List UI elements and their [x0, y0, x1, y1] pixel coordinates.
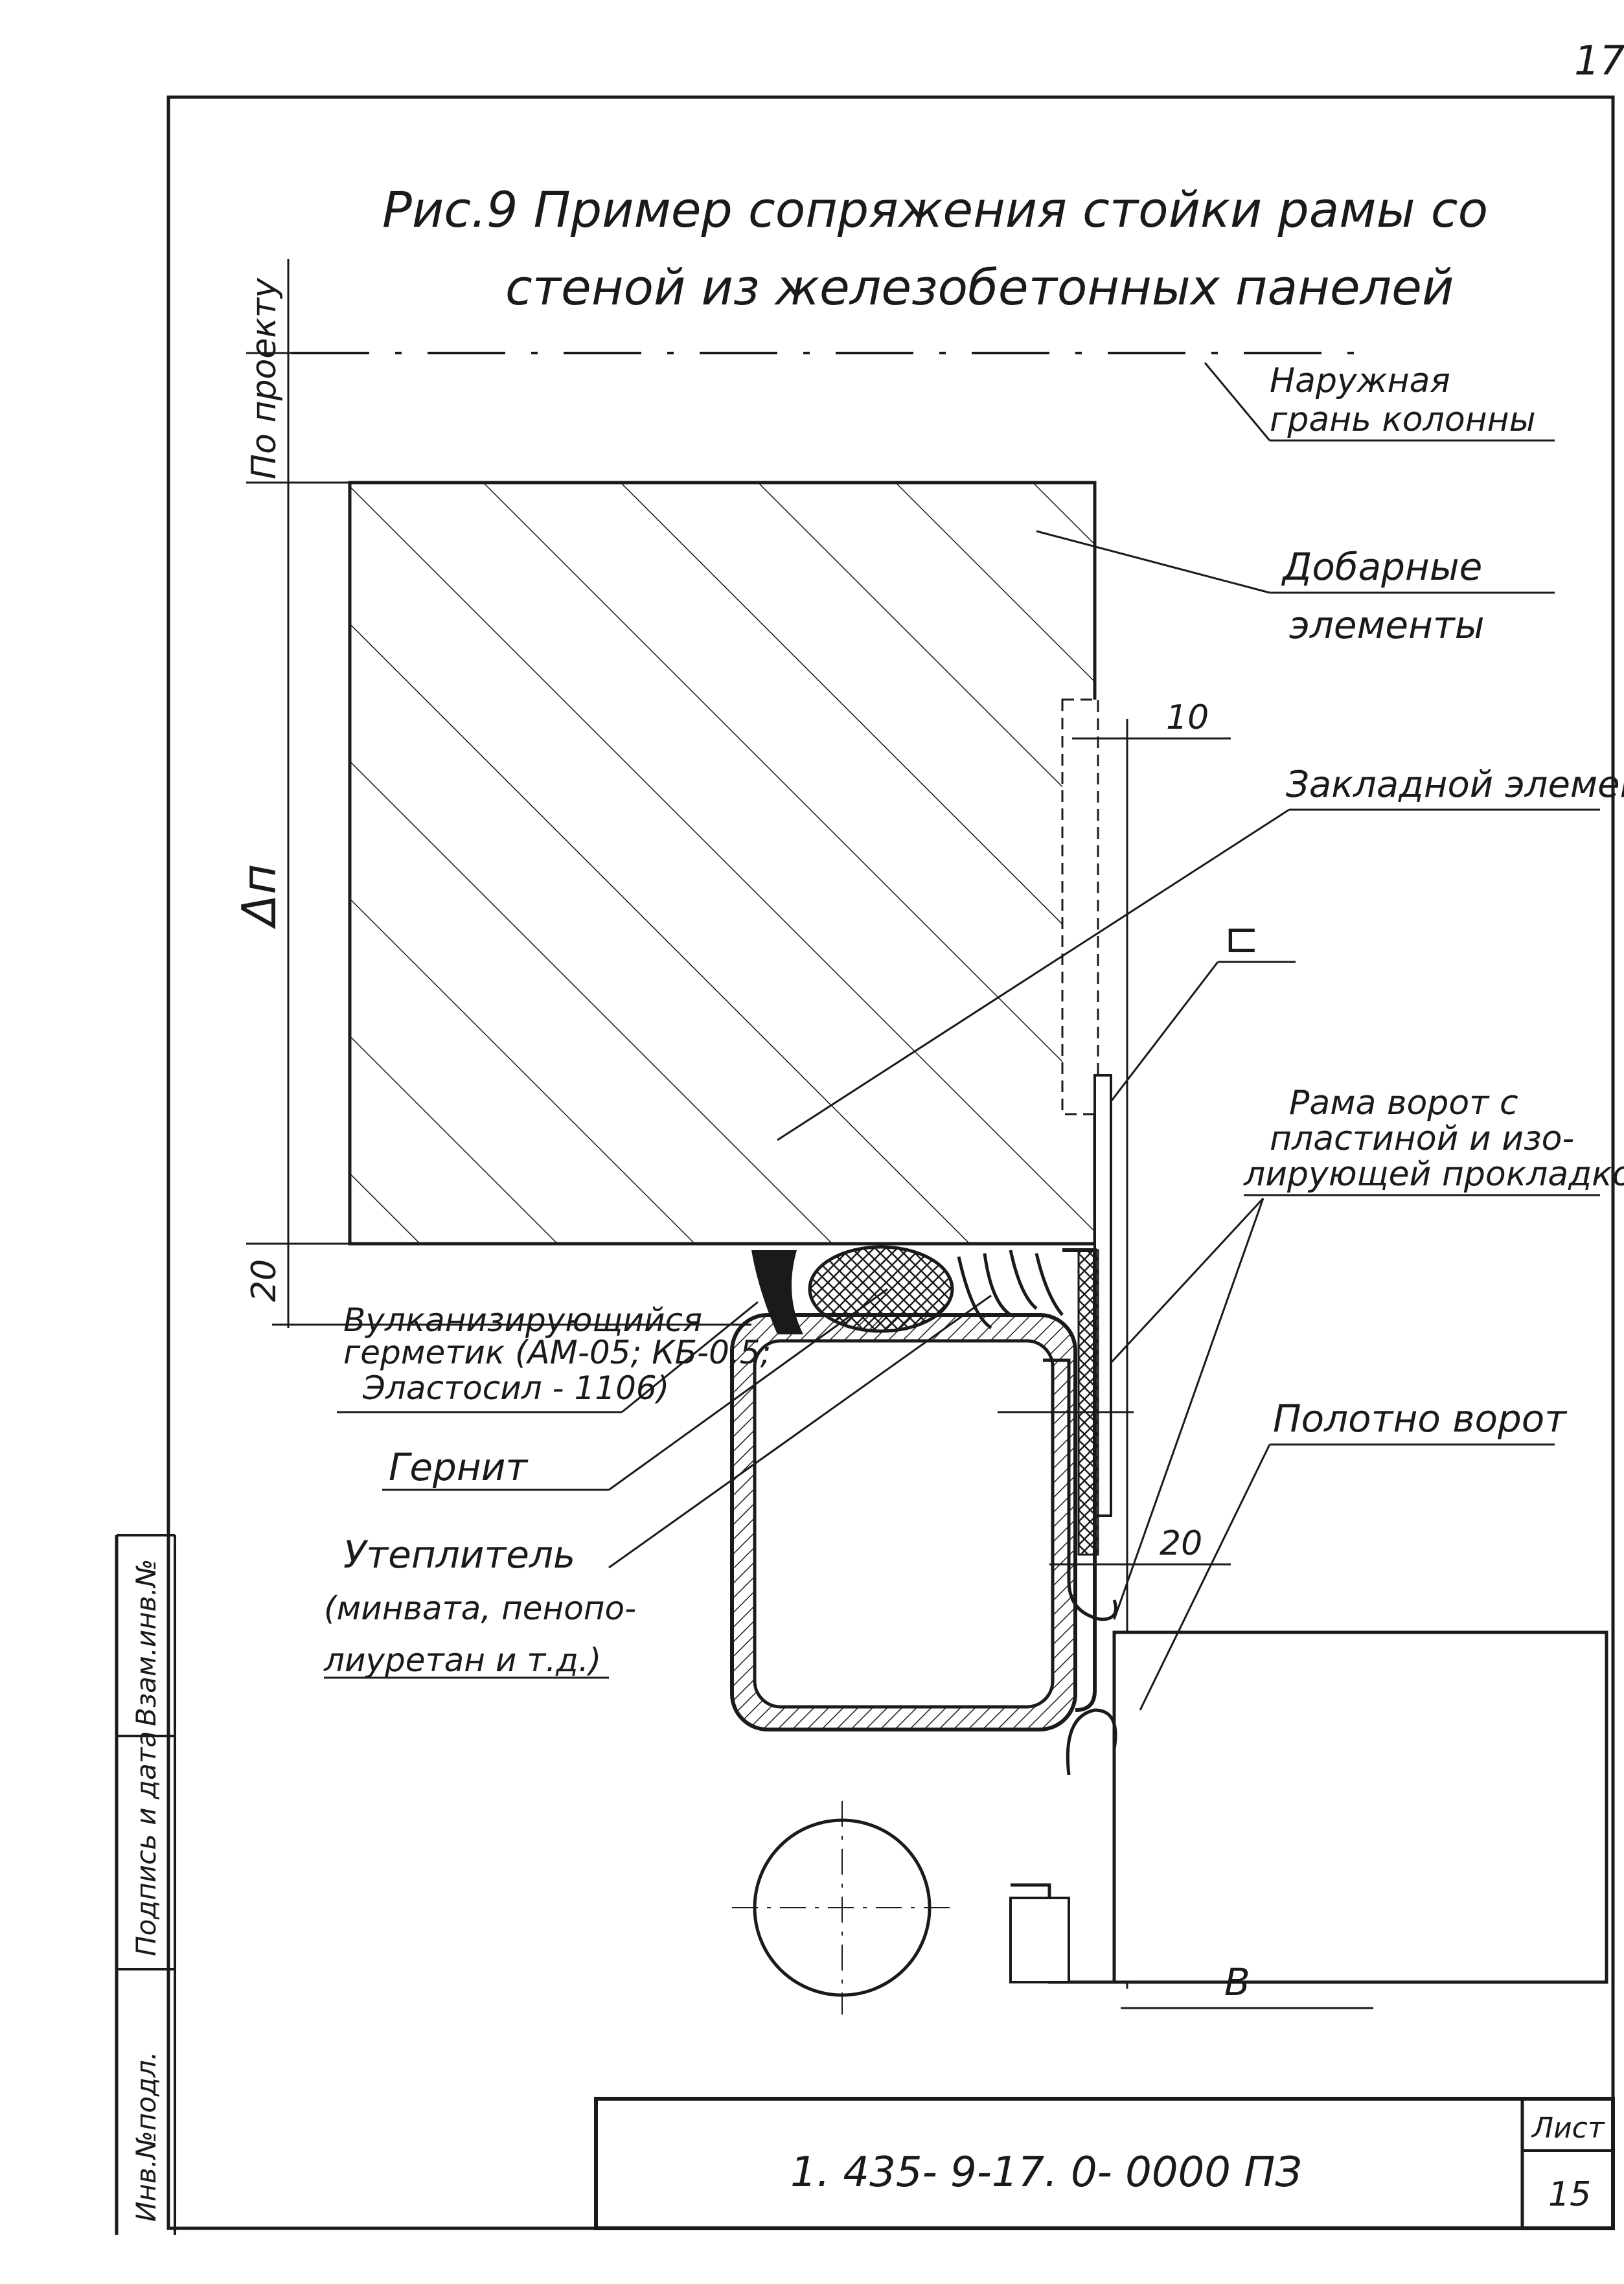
door-leaf-label: Полотно ворот	[1273, 1397, 1568, 1441]
side-stamp	[115, 1534, 176, 2235]
door-leaf	[1009, 1630, 1608, 1984]
roller	[732, 1801, 952, 2015]
frame-label-1: Рама ворот с	[1289, 1084, 1518, 1123]
sealant-label-1: Вулканизирующийся	[343, 1301, 702, 1339]
figure-title-line1: Рис.9 Пример сопряжения стойки рамы со	[382, 181, 1488, 238]
gernit-label: Гернит	[389, 1445, 529, 1489]
concrete-panel	[348, 481, 1099, 1246]
title-block	[594, 2097, 1615, 2230]
dimension-delta-label: Δп	[232, 864, 286, 930]
po-proektu-label: По проекту	[245, 277, 284, 479]
insulation-label-2: (минвата, пенопо-	[324, 1590, 636, 1627]
sheet-number: 15	[1548, 2175, 1591, 2214]
outer-face-label-2: грань колонны	[1270, 400, 1536, 439]
embedded-element-label: Закладной элемент	[1286, 764, 1624, 806]
frame-tube	[730, 1248, 1134, 1731]
frame-label-2: пластиной и изо-	[1270, 1119, 1574, 1158]
stamp-vzam-inv: Взам.инв.№	[130, 1559, 162, 1726]
sealant-label-2: герметик (АМ-05; КБ-0,5;	[343, 1334, 771, 1371]
dimension-b-label: В	[1224, 1960, 1250, 2004]
frame-label-3: лирующей прокладкой	[1243, 1155, 1624, 1194]
extra-elements-label-1: Добарные	[1281, 545, 1482, 589]
doc-code: 1. 435- 9-17. 0- 0000 ПЗ	[790, 2149, 1301, 2197]
dimension-20-top: 20	[245, 1259, 284, 1302]
dimension-20-side: 20	[1160, 1524, 1202, 1563]
sheet-label: Лист	[1531, 2112, 1605, 2145]
extra-elements-label-2: элементы	[1289, 603, 1485, 647]
channel-mark: ⊏	[1224, 915, 1259, 963]
dimension-10-label: 10	[1166, 698, 1209, 737]
insulation-label-1: Утеплитель	[343, 1533, 575, 1577]
insulation-label-3: лиуретан и т.д.)	[323, 1641, 601, 1679]
stamp-podpis-data: Подпись и дата	[130, 1731, 162, 1956]
sealant-label-3: Эластосил - 1106)	[362, 1369, 669, 1407]
stamp-inv-podl: Инв.№подл.	[130, 2051, 162, 2222]
left-dimension	[246, 259, 751, 1328]
page-number: 17	[1574, 37, 1624, 84]
outer-face-label-1: Наружная	[1270, 361, 1450, 400]
figure-title-line2: стеной из железобетонных панелей	[505, 258, 1454, 316]
